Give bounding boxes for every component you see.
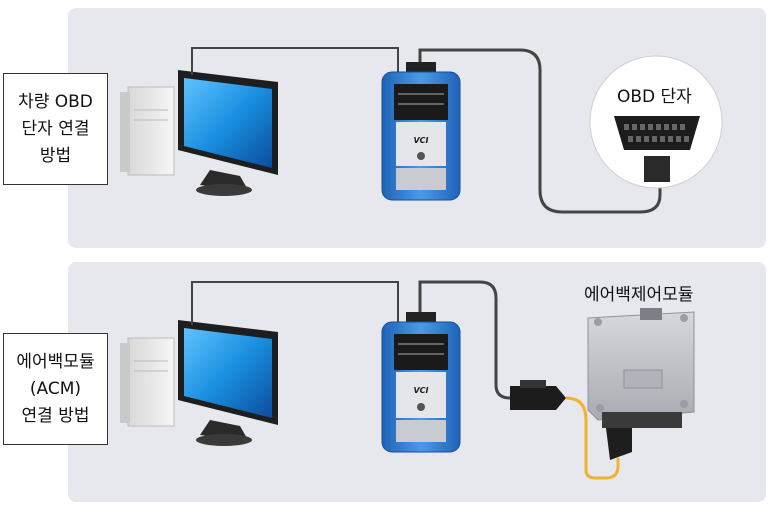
acm-method-label: 에어백모듈 (ACM) 연결 방법 [3,333,108,445]
monitor-1 [178,70,278,196]
acm-method-label-line-1: 에어백모듈 [16,351,95,372]
vci-brand-label-1: VCI [413,136,428,145]
obd-method-label: 차량 OBD 단자 연결 방법 [3,73,108,185]
obd-method-label-line-1: 차량 OBD [18,91,93,112]
obd-cable [418,48,662,214]
vci-device-1 [381,62,461,201]
obd-connector-callout [589,55,723,189]
monitor-2 [178,320,278,446]
acm-main-cable [418,280,511,400]
usb-cable-2 [191,281,399,325]
usb-cable-1 [191,47,399,75]
vci-brand-label-2: VCI [413,386,428,395]
acm-method-label-line-2: (ACM) [29,378,82,399]
airbag-module-caption: 에어백제어모듈 [584,285,694,305]
pc-tower-1 [120,86,175,176]
acm-adapter [510,380,566,410]
obd-terminal-caption: OBD 단자 [617,87,692,107]
acm-adapter-cable [565,396,620,480]
airbag-control-module [587,308,695,460]
pc-tower-2 [120,337,175,427]
obd-method-label-line-2: 단자 연결 [21,118,90,139]
vci-device-2 [381,312,461,453]
obd-method-label-line-3: 방법 [39,145,72,166]
acm-method-label-line-3: 연결 방법 [21,405,90,426]
